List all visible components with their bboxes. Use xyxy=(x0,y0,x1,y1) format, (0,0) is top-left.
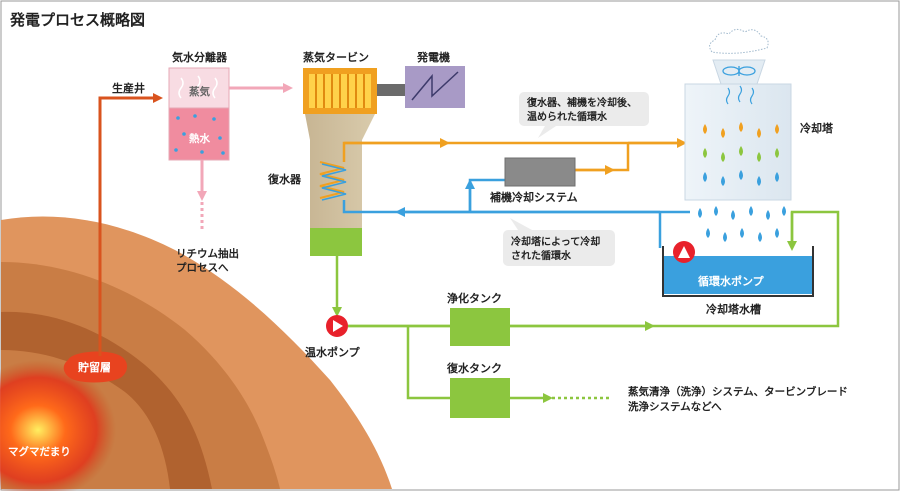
steam-label: 蒸気 xyxy=(189,85,210,98)
callout-bottom-text-2: された循環水 xyxy=(511,249,572,262)
separator-label: 気水分離器 xyxy=(172,50,228,64)
reservoir-shape xyxy=(63,351,128,383)
production-well-label: 生産井 xyxy=(112,81,145,95)
aux-cooling-label: 補機冷却システム xyxy=(489,190,578,204)
purify-tank xyxy=(450,308,510,346)
cooling-tower-label: 冷却塔 xyxy=(800,121,834,135)
hot-water-pump-icon xyxy=(326,315,348,337)
condensate-tank-label: 復水タンク xyxy=(446,361,502,375)
hot-water-label: 熱水 xyxy=(189,132,210,145)
hot-water-pump-label: 温水ポンプ xyxy=(305,345,361,359)
cooling-tower xyxy=(684,28,792,201)
lithium-label-2: プロセスへ xyxy=(176,261,229,274)
generator xyxy=(405,66,465,108)
aux-cooling-box xyxy=(504,157,576,187)
tower-droplets xyxy=(698,122,786,242)
production-well-line xyxy=(98,93,163,356)
uses-text-1: 蒸気清浄（洗浄）システム、タービンブレード xyxy=(628,385,848,398)
tower-basin xyxy=(662,246,814,297)
turbine-label: 蒸気タービン xyxy=(303,50,369,64)
magma-label: マグマだまり xyxy=(8,445,71,458)
condensate-tank xyxy=(450,378,510,418)
lithium-label-1: リチウム抽出 xyxy=(176,247,239,260)
tower-basin-label: 冷却塔水槽 xyxy=(706,302,761,316)
uses-text-2: 洗浄システムなどへ xyxy=(628,400,722,413)
condenser-label: 復水器 xyxy=(267,172,302,186)
callout-top xyxy=(519,92,649,138)
callout-top-text-2: 温められた循環水 xyxy=(527,110,608,123)
circ-pump-icon xyxy=(673,241,695,263)
callout-top-text-1: 復水器、補機を冷却後、 xyxy=(526,96,637,109)
magma-chamber xyxy=(0,360,116,491)
steam-separator xyxy=(168,67,230,161)
turbine-shaft xyxy=(377,84,405,96)
purify-tank-label: 浄化タンク xyxy=(447,291,502,305)
green-branch xyxy=(406,326,450,400)
circ-pump-label: 循環水ポンプ xyxy=(698,274,765,288)
reservoir-label: 貯留層 xyxy=(78,360,111,374)
generator-label: 発電機 xyxy=(416,50,450,64)
callout-bottom xyxy=(503,218,615,266)
steam-turbine xyxy=(303,68,377,114)
callout-bottom-text-1: 冷却塔によって冷却 xyxy=(511,235,600,248)
diagram-title: 発電プロセス概略図 xyxy=(9,11,145,29)
